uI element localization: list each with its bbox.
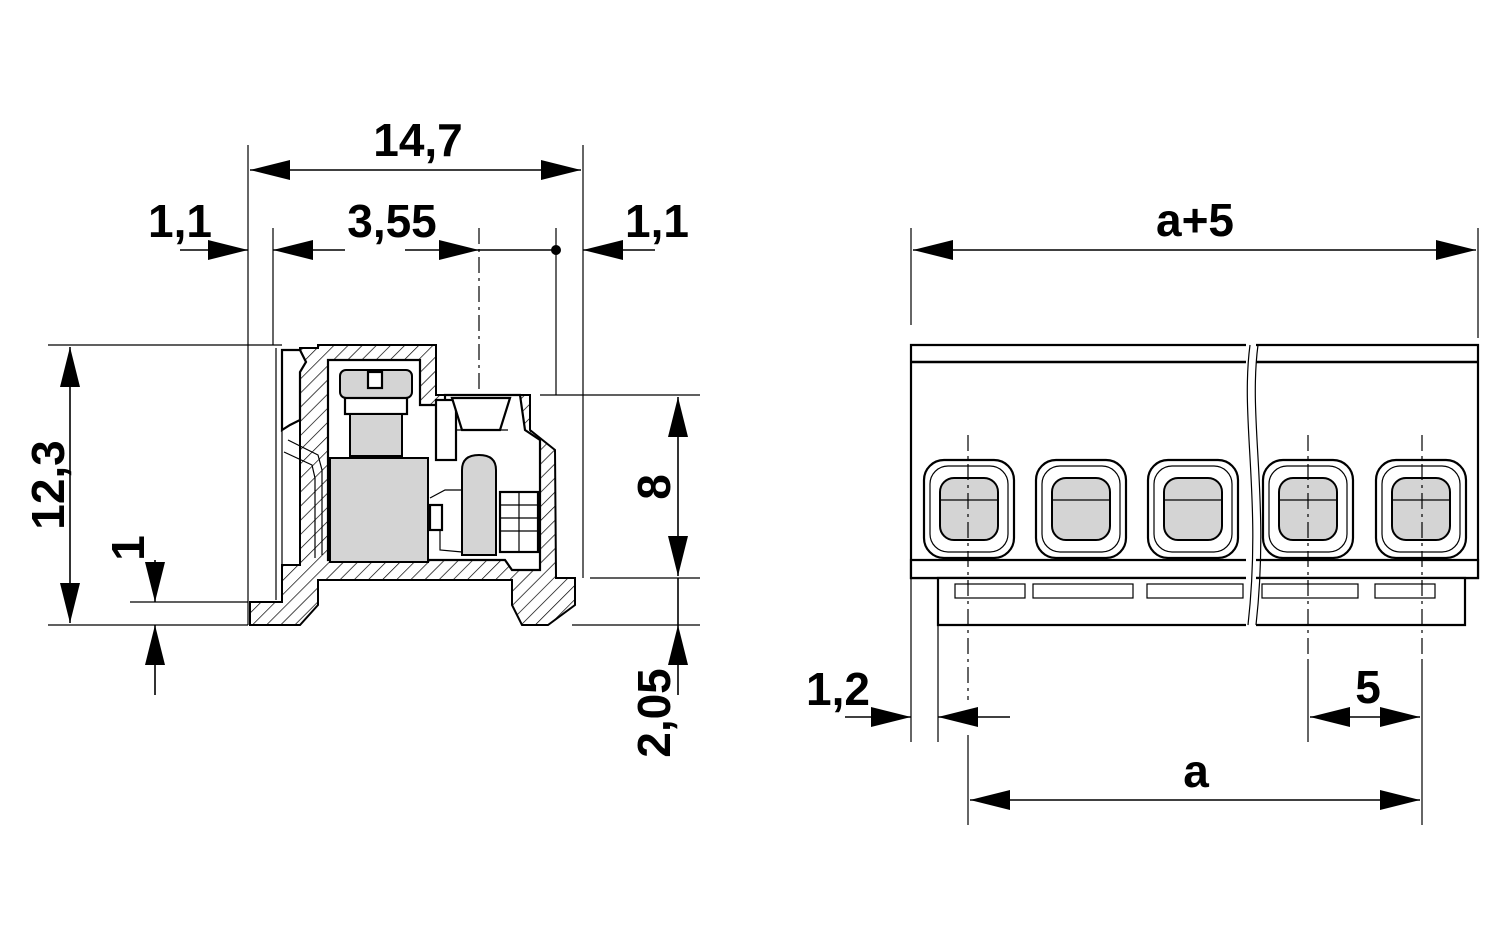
dimension-pin-height: 8: [628, 397, 688, 576]
label-pin-height: 8: [628, 474, 680, 500]
label-foot: 1: [102, 535, 154, 561]
terminal-opening: [1146, 458, 1240, 560]
label-edge-offset: 1,2: [806, 663, 870, 715]
dimension-overall-width: 14,7: [250, 114, 581, 180]
front-view: a+5 1,2 5 a: [806, 194, 1480, 825]
terminal-opening: [1374, 458, 1468, 560]
label-pin-below: 2,05: [628, 668, 680, 758]
label-left-offset: 1,1: [148, 195, 212, 247]
side-view: 14,7 1,1 3,55 1,1 12,3: [22, 114, 700, 758]
dimension-foot: 1: [102, 535, 165, 695]
label-overall-width: 14,7: [373, 114, 463, 166]
label-total-length: a+5: [1156, 194, 1234, 246]
dimension-edge-offset: 1,2: [806, 663, 1010, 727]
front-extension-lines: [910, 228, 1479, 825]
label-height: 12,3: [22, 440, 74, 530]
terminal-opening: [922, 458, 1016, 560]
label-right-offset: 1,1: [625, 195, 689, 247]
dimension-height: 12,3: [22, 347, 80, 623]
terminal-openings: [922, 458, 1468, 560]
clamp-body: [329, 457, 429, 563]
dimension-pitch: 5: [1310, 661, 1420, 727]
label-span: a: [1183, 745, 1209, 797]
side-connector-body: [249, 344, 576, 626]
dimension-row-upper: 1,1 3,55 1,1: [148, 195, 689, 260]
label-pitch-offset: 3,55: [347, 195, 437, 247]
dimension-total-length: a+5: [913, 194, 1476, 260]
dimension-pin-below: 2,05: [628, 578, 688, 758]
contact-pin: [461, 453, 497, 556]
terminal-opening: [1034, 458, 1128, 560]
front-center-lines: [967, 435, 1423, 700]
dimension-span: a: [970, 745, 1420, 810]
label-pitch: 5: [1355, 661, 1381, 713]
